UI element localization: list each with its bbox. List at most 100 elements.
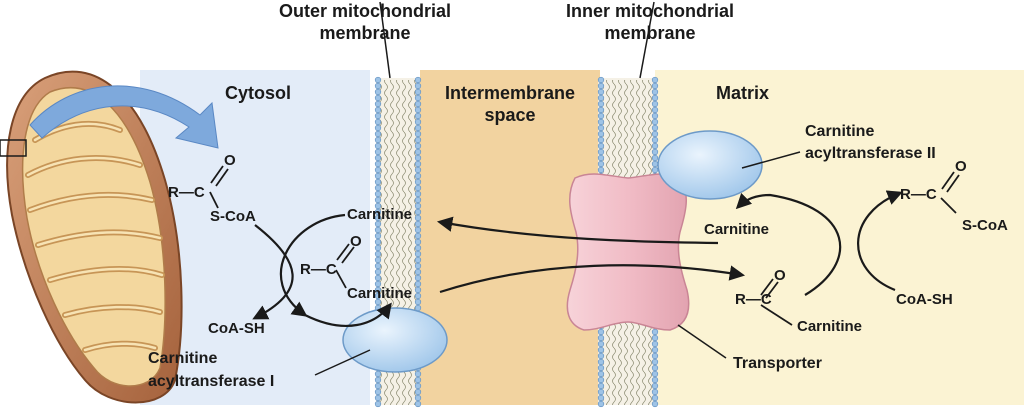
matrix-acylcoa-scoa: S-CoA [962,217,1008,234]
lipid-head [374,184,382,192]
cyto-acylcoa-o: O [224,152,236,169]
cat2-enzyme [657,130,763,200]
lipid-head [374,130,382,138]
lipid-head [374,376,382,384]
matrix-acylcoa-rc: R—C [900,186,937,203]
lipid-head [651,166,659,174]
chem-bonds [209,165,960,326]
lipid-head [651,376,659,384]
matrix-coash: CoA-SH [896,291,953,308]
matrix-acylcarnitine-rc: R—C [735,291,772,308]
lipid-head [414,142,422,150]
lipid-head [651,382,659,390]
lipid-head [374,370,382,378]
lipid-head [651,124,659,132]
lipid-head [414,190,422,198]
lipid-head [651,100,659,108]
lipid-head [651,346,659,354]
lipid-head [597,88,605,96]
lipid-head [374,124,382,132]
lipid-head [414,238,422,246]
lipid-head [374,142,382,150]
lipid-head [374,196,382,204]
carnitine-export-arrow [436,216,719,245]
lipid-head [414,400,422,408]
lipid-head [414,256,422,264]
lipid-head [414,196,422,204]
lipid-head [414,106,422,114]
lipid-head [414,268,422,276]
lipid-head [414,262,422,270]
lipid-head [414,382,422,390]
lipid-head [414,286,422,294]
transporter-leader [677,324,727,359]
lipid-head [597,124,605,132]
outer-membrane-leader [379,1,391,79]
transporter-protein [566,173,690,331]
lipid-head [374,394,382,402]
inner-membrane-label-2: membrane [604,23,695,43]
lipid-head [414,208,422,216]
lipid-head [597,388,605,396]
lipid-head [651,82,659,90]
cytosol-label: Cytosol [225,83,291,103]
lipid-head [374,190,382,198]
lipid-head [374,82,382,90]
lipid-head [597,130,605,138]
lipid-head [651,370,659,378]
cat2-leader [741,151,801,169]
transporter-label: Transporter [733,355,822,372]
lipid-head [597,370,605,378]
lipid-head [414,388,422,396]
lipid-head [374,292,382,300]
cyto-carnitine: Carnitine [347,206,412,223]
lipid-head [597,346,605,354]
lipid-head [414,82,422,90]
lipid-head [374,250,382,258]
inner-membrane-leader [639,1,655,79]
cat1-label-2: acyltransferase I [148,373,274,390]
lipid-head [414,76,422,84]
acylcarnitine-import-arrow [439,264,746,294]
matrix-acylcoa-o: O [955,158,967,175]
matrix-acylcarnitine: Carnitine [797,318,862,335]
lipid-head [597,136,605,144]
lipid-head [374,100,382,108]
cytosol-acylcarnitine-arc [304,302,392,327]
lipid-head [597,106,605,114]
lipid-head [414,214,422,222]
cyto-acylcarnitine-o: O [350,233,362,250]
lipid-head [374,154,382,162]
lipid-head [414,250,422,258]
lipid-head [374,202,382,210]
cytosol-coa-arc [252,224,294,320]
cyto-acylcarnitine: Carnitine [347,285,412,302]
matrix-coa-arc [857,190,903,292]
lipid-head [374,94,382,102]
lipid-head [414,178,422,186]
lipid-head [597,376,605,384]
lipid-head [597,94,605,102]
lipid-head [597,118,605,126]
lipid-head [414,292,422,300]
lipid-head [651,358,659,366]
lipid-head [597,364,605,372]
lipid-head [374,160,382,168]
lipid-head [414,220,422,228]
lipid-head [651,400,659,408]
lipid-head [414,118,422,126]
matrix-carnitine-arc [735,192,842,296]
lipid-head [414,226,422,234]
lipid-head [597,142,605,150]
lipid-head [374,178,382,186]
lipid-head [414,184,422,192]
lipid-head [651,106,659,114]
lipid-head [374,286,382,294]
lipid-head [597,148,605,156]
lipid-head [374,148,382,156]
mitochondrion-illustration [0,70,183,404]
lipid-head [374,136,382,144]
lipid-head [414,94,422,102]
lipid-head [414,100,422,108]
